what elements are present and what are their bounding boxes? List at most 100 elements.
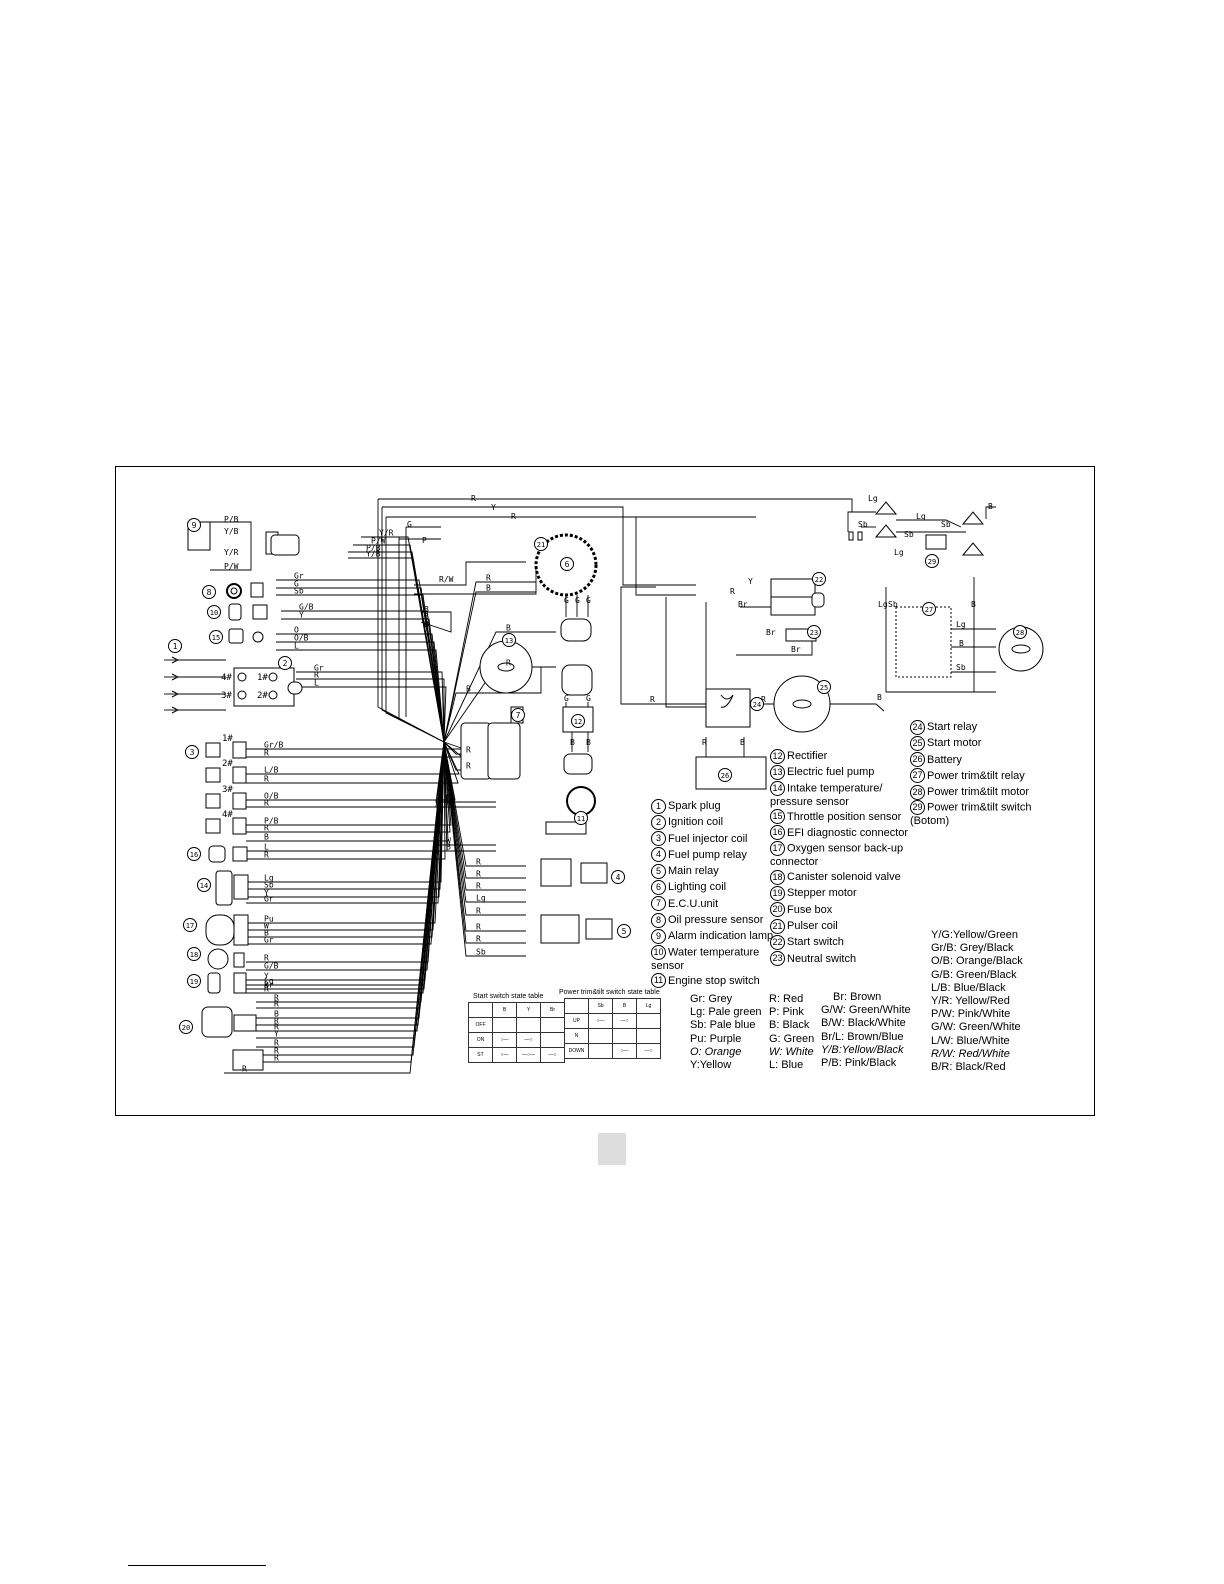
wire xyxy=(896,519,962,528)
wire xyxy=(296,678,445,742)
legend-number: 20 xyxy=(770,902,785,918)
component-body xyxy=(563,753,593,775)
component-number: 24 xyxy=(753,701,761,709)
component-body xyxy=(270,534,300,556)
component-number-circle xyxy=(511,708,525,722)
wire-color-label: L/B xyxy=(264,766,279,775)
wire-color-label: Br xyxy=(791,645,801,654)
legend-number: 26 xyxy=(910,752,925,768)
wire xyxy=(443,741,526,867)
color-codes-col1: Gr: Grey Lg: Pale green Sb: Pale blue Pu… xyxy=(690,993,762,1072)
color-code: W: White xyxy=(769,1045,814,1058)
wire-color-label: G xyxy=(564,596,569,605)
color-code: Y/B:Yellow/Black xyxy=(821,1043,904,1056)
component-body xyxy=(233,874,249,900)
wire xyxy=(256,741,445,1039)
component-number: 23 xyxy=(810,629,818,637)
legend-label: Main relay xyxy=(668,865,719,878)
legend-number: 24 xyxy=(910,719,925,735)
color-code: P/B: Pink/Black xyxy=(821,1057,897,1070)
wire-color-label: R xyxy=(476,907,481,916)
wire xyxy=(414,567,537,595)
wire xyxy=(885,587,996,693)
wire xyxy=(443,581,536,743)
wire xyxy=(443,741,526,891)
color-code: Y/G:Yellow/Green xyxy=(931,929,1019,941)
legend-number: 8 xyxy=(651,912,666,928)
wire-color-label: G/B xyxy=(299,603,314,612)
wire-color-label: R xyxy=(242,1065,247,1074)
spark-plug xyxy=(171,706,180,714)
legend-label: Electric fuel pump xyxy=(787,766,875,779)
injector-label: 4# xyxy=(222,810,233,820)
wire xyxy=(296,671,445,743)
wire xyxy=(443,741,526,879)
legend-number: 22 xyxy=(770,934,785,950)
color-codes-col3: Br: Brown G/W: Green/White B/W: Black/Wh… xyxy=(821,991,911,1070)
legend-number: 13 xyxy=(770,764,785,780)
wire-color-label: Y xyxy=(748,577,753,586)
component-number-circle xyxy=(187,947,201,961)
legend-label: Oil pressure sensor xyxy=(668,914,764,927)
color-codes-col4: Y/G:Yellow/Green Gr/B: Grey/Black O/B: O… xyxy=(931,929,1023,1074)
legend-number: 15 xyxy=(770,809,785,825)
wire xyxy=(246,741,451,833)
wire-color-label: B xyxy=(446,843,451,852)
wire xyxy=(246,741,445,883)
component-number: 2 xyxy=(283,659,288,668)
legend-label: Oxygen sensor back-up connector xyxy=(770,842,904,869)
component-number: 27 xyxy=(925,606,933,614)
legend-number: 3 xyxy=(651,831,666,847)
wire-color-label: R xyxy=(476,935,481,944)
wire xyxy=(736,641,813,656)
wire-color-label: R xyxy=(264,851,269,860)
wire-color-label: Lg xyxy=(476,894,486,903)
component-body xyxy=(585,918,613,940)
legend-label: Ignition coil xyxy=(668,816,724,829)
component-number: 28 xyxy=(1016,629,1024,637)
wire-color-label: Sb xyxy=(858,520,868,529)
wire-color-label: Sb xyxy=(941,520,951,529)
legend-label: Fuel pump relay xyxy=(668,848,747,861)
component-number-circle xyxy=(1013,625,1027,639)
legend-number: 19 xyxy=(770,886,785,902)
wire-color-label: Lg xyxy=(868,494,878,503)
component-body xyxy=(201,1006,233,1038)
component-number: 13 xyxy=(505,637,513,645)
legend-number: 27 xyxy=(910,768,925,784)
legend-number: 2 xyxy=(651,814,666,830)
component-body xyxy=(233,972,247,994)
wire-color-label: R xyxy=(274,1047,279,1056)
component-number-circle xyxy=(574,811,588,825)
wire-color-label: G/B xyxy=(264,962,279,971)
wire xyxy=(414,561,526,586)
component-number: 10 xyxy=(210,609,218,617)
wire xyxy=(435,741,496,852)
wire xyxy=(443,741,526,957)
wire xyxy=(210,521,252,571)
wire-color-label: Lg xyxy=(956,620,966,629)
color-code: Lg: Pale green xyxy=(690,1006,762,1019)
legend-label: Neutral switch xyxy=(787,952,857,965)
wire xyxy=(665,597,706,708)
color-code: G/W: Green/White xyxy=(821,1004,911,1017)
component-body xyxy=(232,741,247,759)
component-number: 17 xyxy=(186,922,194,930)
wire-color-label: P/B xyxy=(224,515,239,524)
wire-color-label: R xyxy=(471,494,476,503)
component-body xyxy=(230,587,238,595)
legend-number: 18 xyxy=(770,869,785,885)
component-number-circle xyxy=(922,602,936,616)
component-number: 18 xyxy=(190,951,198,959)
legend-label: Canister solenoid valve xyxy=(787,871,901,884)
wire-color-label: Lg xyxy=(264,977,274,986)
component-number-circle xyxy=(571,714,585,728)
component-number: 26 xyxy=(721,772,729,780)
